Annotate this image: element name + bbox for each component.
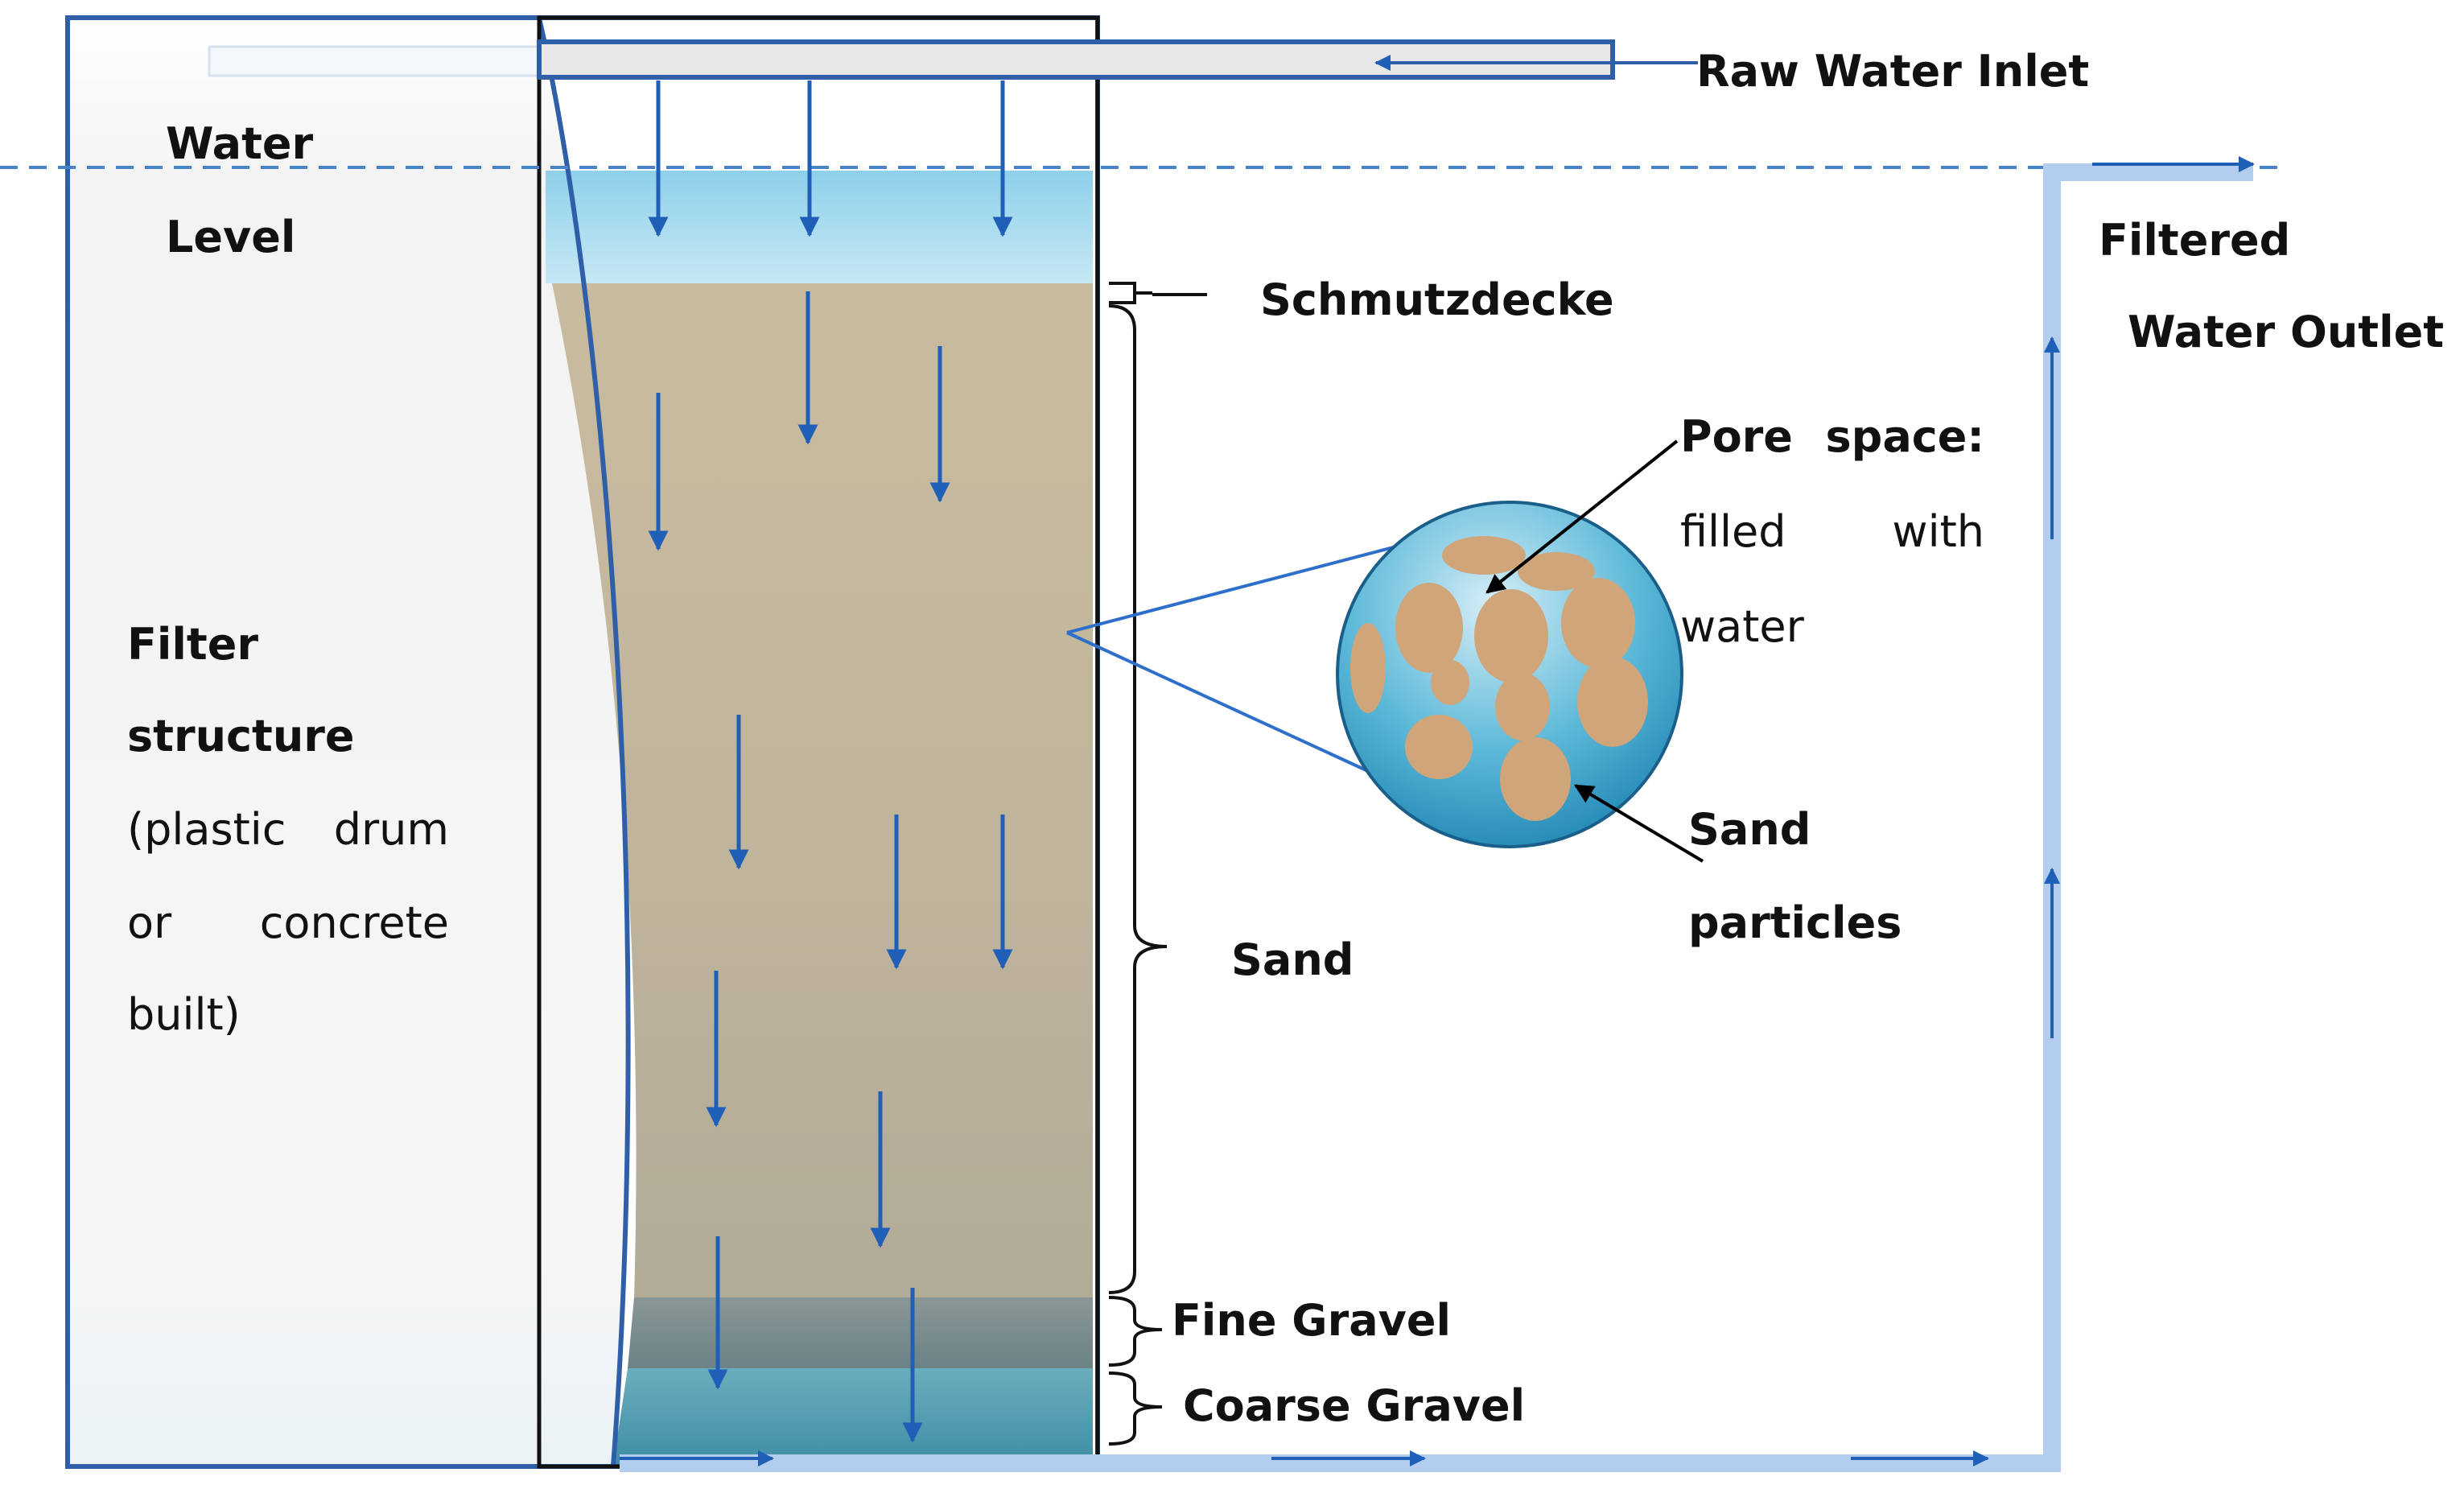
pore-space-word: with — [1892, 506, 1984, 557]
filter-desc-word: or — [127, 897, 172, 948]
pore-space-label-line3: water — [1680, 601, 1804, 652]
coarse-gravel-label: Coarse Gravel — [1183, 1380, 1526, 1431]
filter-desc-word: (plastic — [127, 804, 286, 855]
sand-label: Sand — [1231, 934, 1354, 985]
water-level-label-line2: Level — [166, 212, 296, 262]
inlet-pipe-left — [208, 45, 541, 77]
sand-particle — [1474, 589, 1548, 683]
schmutzdecke-label: Schmutzdecke — [1260, 274, 1614, 325]
supernatant-water-layer — [546, 171, 1093, 283]
pore-space-word: Pore — [1680, 411, 1793, 462]
sand-layer — [552, 283, 1093, 1297]
outlet-flow-arrows — [620, 156, 2255, 1466]
magnified-view — [1066, 439, 1704, 863]
sand-particle — [1431, 660, 1469, 705]
sand-particles-label-line1: Sand — [1688, 804, 1811, 855]
layer-braces — [1108, 282, 1207, 1446]
schmutzdecke-brace — [1109, 282, 1152, 304]
sand-particle — [1350, 623, 1386, 713]
zoom-line-bottom — [1066, 631, 1390, 782]
sand-particle — [1442, 536, 1526, 575]
pore-space-pointer — [1485, 439, 1679, 594]
filter-structure-desc-line3: built) — [127, 989, 241, 1040]
fine-gravel-label: Fine Gravel — [1172, 1295, 1451, 1346]
sand-particle — [1405, 715, 1473, 779]
filter-structure-label-line2: structure — [127, 711, 355, 761]
sand-particle — [1500, 737, 1571, 821]
water-level-label-line1: Water — [166, 118, 314, 169]
inlet-pipe — [537, 39, 1615, 80]
filter-desc-word: drum — [333, 804, 449, 855]
sand-particles-pointer — [1573, 784, 1704, 863]
sand-particle — [1395, 583, 1463, 673]
pore-space-label-line1: Pore space: — [1680, 415, 1984, 459]
sand-particle — [1518, 552, 1595, 591]
filter-structure-cutaway — [68, 18, 628, 1466]
pore-space-word: filled — [1680, 506, 1786, 557]
sand-particles-label-line2: particles — [1688, 897, 1902, 948]
sand-particle — [1495, 673, 1550, 740]
outlet-pipe — [620, 163, 2253, 1472]
flow-arrows — [648, 80, 1013, 1443]
coarse-gravel-brace — [1108, 1371, 1163, 1446]
fine-gravel-brace — [1108, 1296, 1163, 1367]
coarse-gravel-layer — [613, 1368, 1093, 1465]
sand-particles — [1350, 536, 1648, 821]
filter-structure-desc-line2: or concrete — [127, 901, 449, 945]
filter-wall-curve — [537, 17, 631, 1467]
filtered-outlet-label-line1: Filtered — [2099, 215, 2291, 266]
filtered-outlet-label-line2: Water Outlet — [2128, 307, 2445, 357]
raw-water-inlet-label: Raw Water Inlet — [1696, 46, 2090, 97]
fine-gravel-layer — [628, 1297, 1093, 1368]
filter-desc-word: concrete — [259, 897, 449, 948]
pore-space-word: space: — [1825, 411, 1984, 462]
sand-particle — [1561, 578, 1635, 668]
sand-brace — [1108, 304, 1168, 1294]
filter-structure-label-line1: Filter — [127, 619, 258, 670]
sand-particle — [1577, 657, 1648, 747]
pore-space-label-line2: filled with — [1680, 510, 1984, 554]
filter-structure-desc-line1: (plastic drum — [127, 808, 449, 852]
